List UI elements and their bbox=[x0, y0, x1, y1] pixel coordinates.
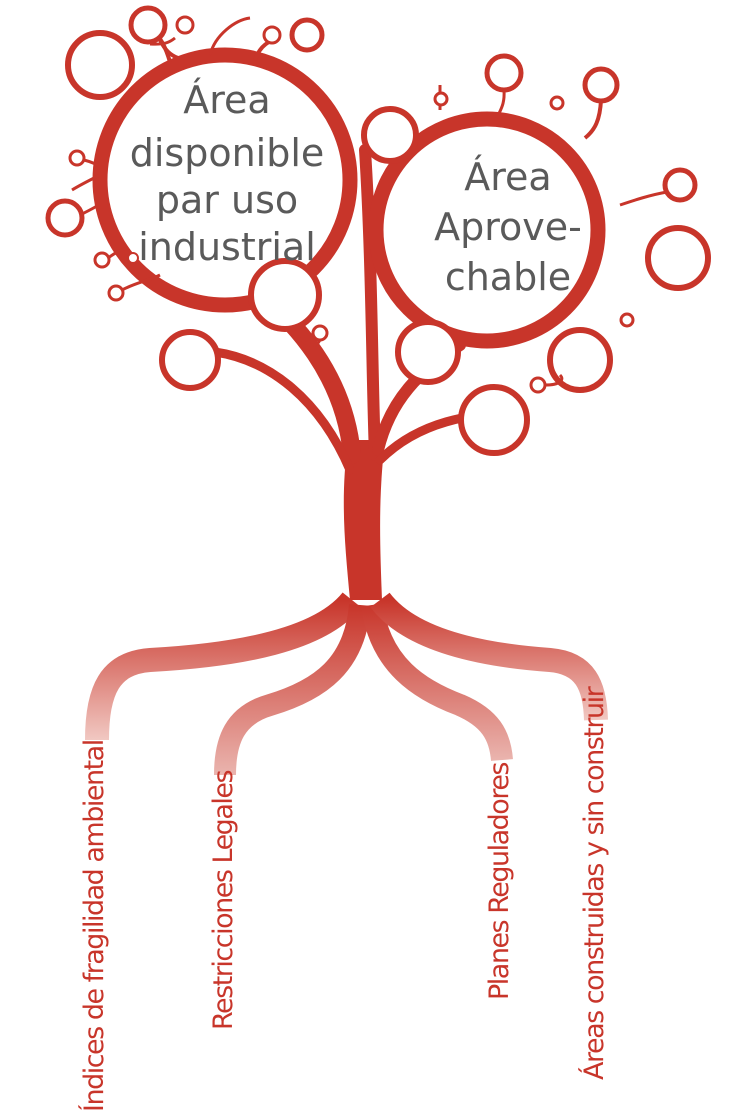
root-4 bbox=[370, 592, 608, 721]
crown-right-line-1: Área bbox=[464, 155, 551, 199]
crown-right-line-2: Aprove- bbox=[434, 205, 582, 249]
crown-right-label: Área Aprove- chable bbox=[434, 155, 582, 299]
decorative-bubbles bbox=[45, 5, 711, 456]
root-label-restricciones: Restricciones Legales bbox=[208, 771, 239, 1030]
crown-left-label: Área disponible par uso industrial bbox=[130, 78, 325, 269]
crown-left-line-2: disponible bbox=[130, 131, 325, 175]
crown-right-circle bbox=[368, 111, 606, 349]
root-2 bbox=[214, 603, 371, 776]
root-label-planes: Planes Reguladores bbox=[484, 763, 515, 1000]
root-3 bbox=[361, 603, 513, 762]
crown-left-circle bbox=[92, 47, 358, 313]
root-label-areas: Áreas construidas y sin construir bbox=[578, 685, 610, 1080]
crown-left-line-3: par uso bbox=[156, 178, 298, 222]
branch-left-low bbox=[210, 347, 355, 475]
root-1 bbox=[85, 592, 362, 741]
root-label-fragilidad: Índices de fragilidad ambiental bbox=[78, 740, 110, 1112]
trunk bbox=[343, 440, 385, 600]
crown-right-line-3: chable bbox=[445, 255, 571, 299]
trunk-branch-right bbox=[359, 144, 381, 461]
crown-left-line-1: Área bbox=[183, 78, 270, 122]
crown-left-line-4: industrial bbox=[138, 225, 316, 269]
